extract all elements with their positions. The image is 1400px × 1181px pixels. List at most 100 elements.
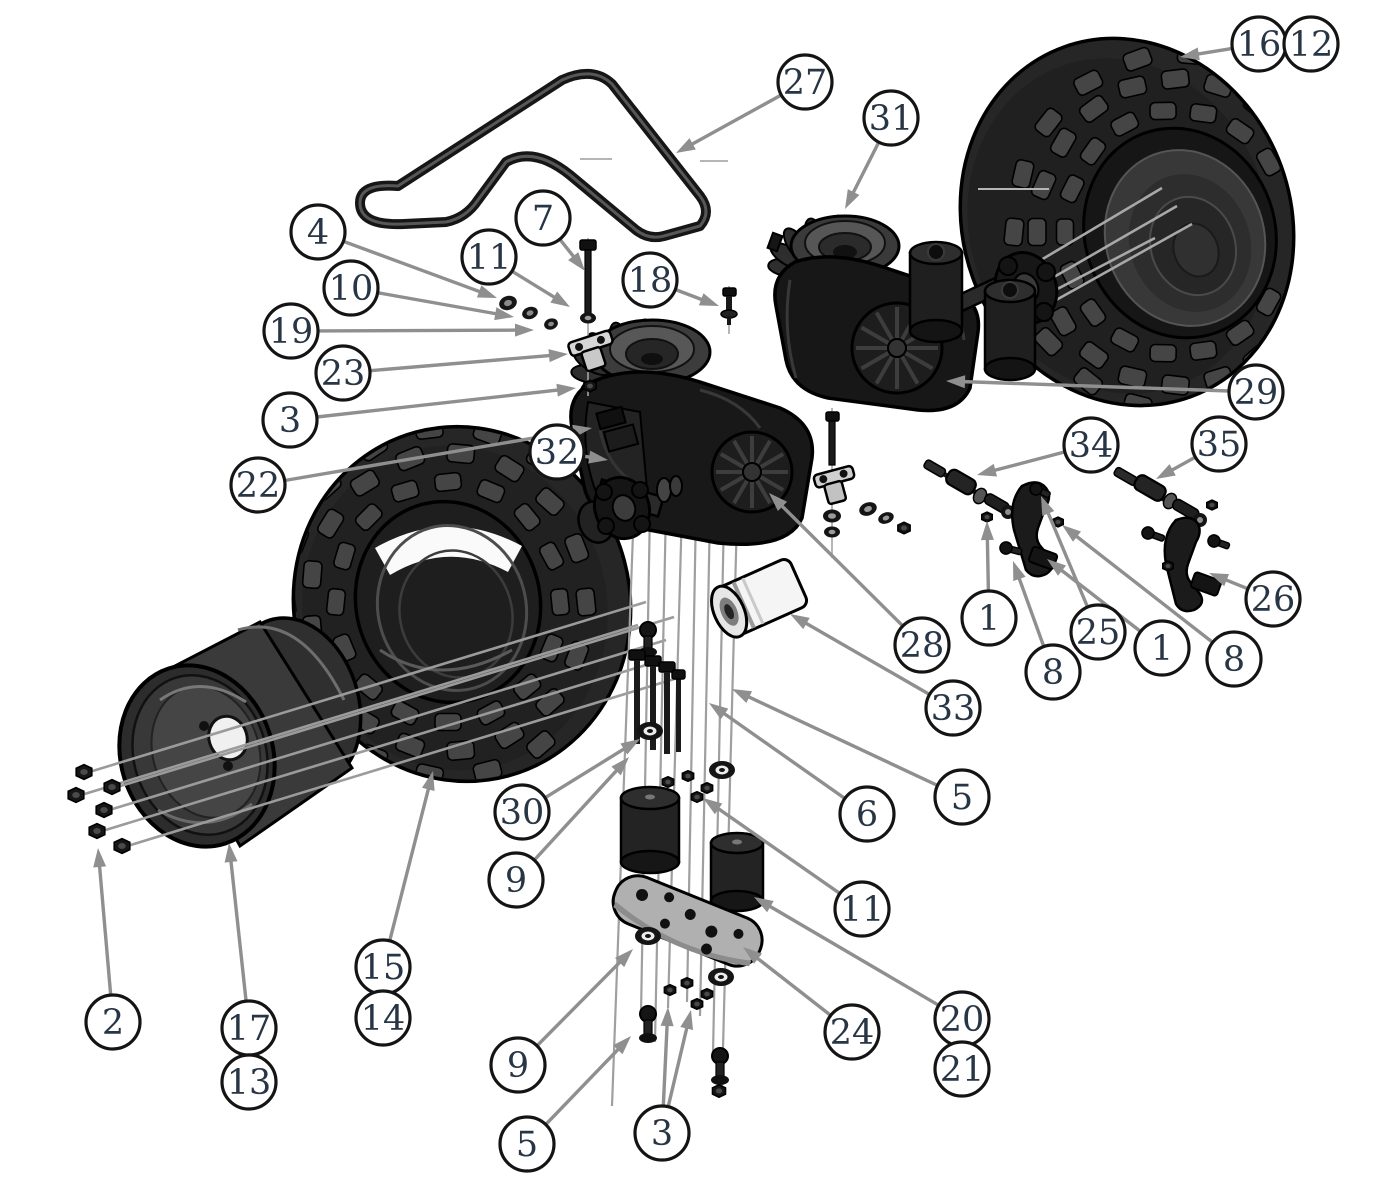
callout-number-9b: 9 (507, 1046, 529, 1086)
callout-number-10: 10 (329, 269, 374, 309)
leader-line-9a (533, 766, 621, 862)
leader-line-6 (719, 709, 846, 800)
leader-arrowhead-3b (660, 1007, 674, 1027)
leader-arrowhead-31 (845, 189, 860, 209)
callout-number-26: 26 (1251, 580, 1296, 620)
leader-arrowhead-19 (515, 323, 534, 337)
callout-balloon-20: 20 (933, 990, 991, 1048)
callout-balloon-30: 30 (493, 783, 551, 841)
leader-arrowhead-8b (1013, 561, 1026, 582)
nut (1052, 516, 1064, 528)
leader-line-11a (511, 269, 559, 302)
callout-number-33: 33 (931, 689, 976, 729)
callout-balloon-17: 17 (220, 999, 278, 1057)
callout-balloon-35: 35 (1190, 415, 1248, 473)
callout-balloon-9b: 9 (489, 1036, 547, 1094)
transaxle-housing-fins-left (710, 430, 794, 514)
callout-balloon-1a: 1 (960, 589, 1018, 647)
callout-balloon-11a: 11 (460, 228, 518, 286)
leader-line-3b (661, 1020, 669, 1107)
leader-line-19 (317, 328, 521, 333)
callout-number-13: 13 (227, 1063, 272, 1103)
callout-balloon-16: 16 (1230, 15, 1288, 73)
leader-arrowhead-35 (1156, 464, 1176, 479)
locknut (663, 983, 677, 997)
washer-small-c (544, 318, 558, 330)
drive-belt (355, 69, 711, 243)
callout-number-3a: 3 (279, 401, 301, 441)
flat-washer (637, 722, 663, 740)
lug-nut (103, 778, 121, 796)
callout-number-12: 12 (1289, 25, 1334, 65)
leader-arrowhead-15 (422, 771, 435, 791)
callout-balloon-12: 12 (1282, 15, 1340, 73)
damper-cylinder-b (983, 278, 1037, 382)
leader-arrowhead-27 (676, 138, 696, 153)
leader-arrowhead-17 (224, 843, 238, 863)
callout-number-35: 35 (1197, 425, 1242, 465)
callout-number-31: 31 (869, 99, 914, 139)
callout-balloon-27: 27 (776, 53, 834, 111)
leader-line-1a (985, 534, 991, 592)
callout-number-2: 2 (102, 1003, 124, 1043)
callout-number-24: 24 (830, 1013, 875, 1053)
bolt (1029, 482, 1051, 499)
callout-balloon-10: 10 (322, 259, 380, 317)
leader-line-11b (713, 804, 841, 895)
leader-line-5a (743, 693, 939, 788)
leader-arrowhead-9a (611, 757, 629, 776)
nut (1206, 499, 1218, 511)
leader-line-33 (801, 619, 931, 696)
leader-line-30 (544, 744, 629, 800)
callout-balloon-26: 26 (1244, 570, 1302, 628)
leader-arrowhead-6 (709, 703, 729, 720)
callout-balloon-6: 6 (838, 785, 896, 843)
leader-line-22 (284, 428, 579, 483)
callout-balloon-1b: 1 (1133, 619, 1191, 677)
leader-arrowhead-34 (977, 463, 997, 477)
callout-number-8b: 8 (1042, 653, 1064, 693)
leader-arrowhead-3a (556, 383, 576, 397)
pivot-bracket (567, 329, 614, 373)
vent-fitting-18 (720, 286, 738, 334)
callout-balloon-4: 4 (289, 203, 347, 261)
callout-balloon-9a: 9 (487, 851, 545, 909)
callout-balloon-23: 23 (314, 344, 372, 402)
leader-line-2 (97, 861, 113, 996)
leader-line-10 (377, 291, 501, 317)
leader-line-31 (849, 141, 881, 198)
callout-balloon-33: 33 (924, 679, 982, 737)
callout-balloon-11b: 11 (833, 880, 891, 938)
callout-number-27: 27 (783, 63, 828, 103)
bolt (1141, 526, 1166, 542)
lug-nut (88, 822, 106, 840)
lug-nut (75, 763, 93, 781)
rubber-bushing-a (619, 785, 681, 875)
mount-plate (611, 874, 764, 968)
callout-balloon-3a: 3 (261, 391, 319, 449)
leader-arrowhead-5b (613, 1036, 631, 1055)
callout-balloon-29: 29 (1227, 363, 1285, 421)
leader-line-27 (687, 93, 783, 148)
callout-number-11b: 11 (840, 890, 885, 930)
leader-line-8a (1071, 532, 1214, 644)
leader-arrowhead-1b (1047, 559, 1066, 576)
leader-arrowhead-2 (93, 848, 107, 868)
lug-nut (67, 786, 85, 804)
locknuts-lower (663, 976, 714, 1011)
callout-number-22: 22 (236, 466, 281, 506)
callout-number-14: 14 (361, 999, 406, 1039)
washer-small-a (499, 295, 517, 311)
callout-number-3b: 3 (651, 1114, 673, 1154)
leader-line-15 (388, 784, 432, 942)
clevis-bracket (812, 464, 856, 506)
bolt (1207, 534, 1231, 550)
flat-washer (708, 968, 734, 986)
leader-line-3a (316, 387, 563, 419)
leader-arrowhead-1a (980, 521, 994, 541)
bolt-8 (999, 541, 1023, 556)
nut-1 (980, 511, 994, 523)
leader-arrowhead-30 (620, 739, 640, 755)
leader-arrowhead-33 (790, 614, 810, 630)
leader-line-5b (544, 1044, 623, 1126)
